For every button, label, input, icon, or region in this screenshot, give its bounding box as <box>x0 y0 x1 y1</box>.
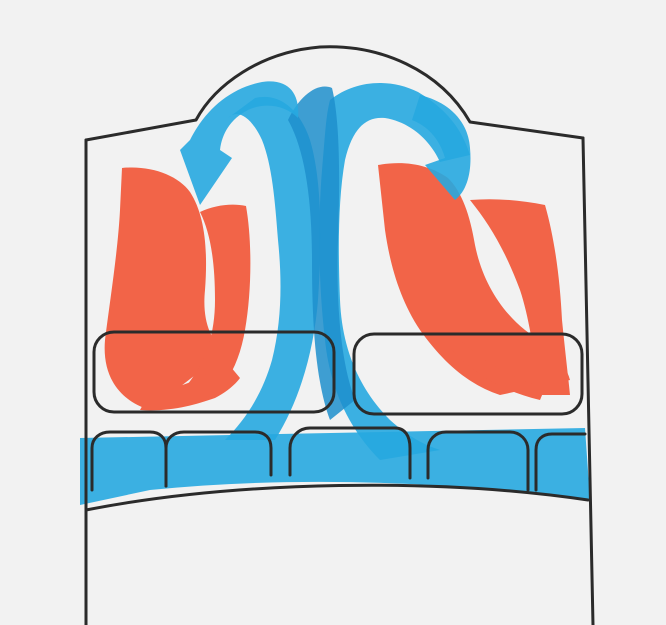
diagram-canvas <box>0 0 666 625</box>
airflow-sketch <box>0 0 666 625</box>
